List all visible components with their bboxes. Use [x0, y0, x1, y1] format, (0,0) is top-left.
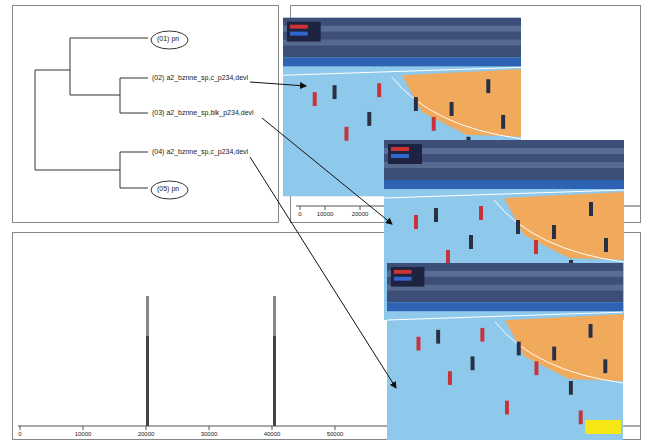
axis-tick-label: 40000: [264, 431, 281, 438]
axis-tick-label: 0: [18, 431, 21, 438]
axis-tick-label: 20000: [138, 431, 155, 438]
axis-tick-label: 10000: [75, 431, 92, 438]
axis-tick-label: 50000: [327, 431, 344, 438]
axis-tick-label: 20000: [352, 211, 369, 218]
leaf-label: (03) a2_bznne_sp,blk_p234,devl: [152, 109, 254, 117]
axis-tick-label: 0: [298, 211, 301, 218]
axis-tick-label: 10000: [317, 211, 334, 218]
leaf-label: (01) pn: [157, 35, 182, 43]
axis-tick-label: 30000: [201, 431, 218, 438]
circled-leaf: (01) pn: [150, 30, 189, 50]
leaf-label: (02) a2_bznne_sp,c_p234,devl: [152, 74, 248, 82]
leaf-label: (05) pn: [157, 185, 182, 193]
leaf-label: (04) a2_bznne_sp,c_p234,devl: [152, 148, 248, 156]
circled-leaf: (05) pn: [150, 180, 189, 200]
